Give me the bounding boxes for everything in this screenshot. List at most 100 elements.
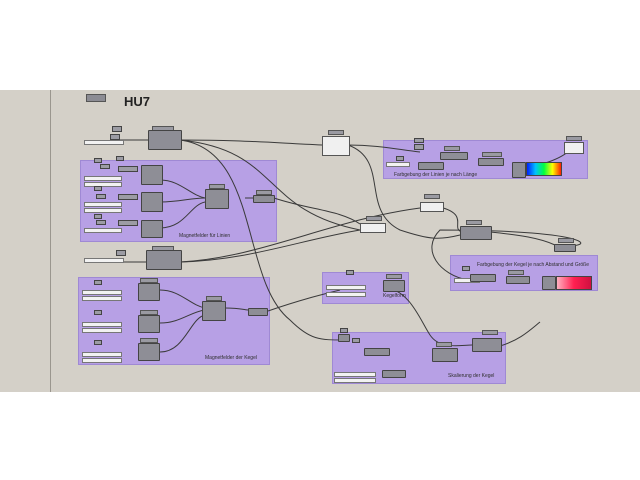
component-title bbox=[256, 190, 272, 195]
param-node[interactable] bbox=[94, 158, 102, 163]
component-node[interactable] bbox=[478, 158, 504, 166]
slider[interactable] bbox=[82, 352, 122, 357]
slider[interactable] bbox=[334, 378, 376, 383]
param-node[interactable] bbox=[94, 214, 102, 219]
panel-node[interactable] bbox=[564, 142, 584, 154]
component-node[interactable] bbox=[141, 165, 163, 185]
component-title bbox=[140, 310, 158, 315]
param-node[interactable] bbox=[100, 164, 110, 169]
param-node[interactable] bbox=[96, 194, 106, 199]
param-node[interactable] bbox=[118, 194, 138, 200]
slider[interactable] bbox=[82, 290, 122, 295]
component-title bbox=[466, 220, 482, 225]
group-label: Magnetfelder für Linien bbox=[179, 233, 231, 239]
slider[interactable] bbox=[326, 285, 366, 290]
param-node[interactable] bbox=[340, 328, 348, 333]
component-node[interactable] bbox=[432, 348, 458, 362]
component-node[interactable] bbox=[472, 338, 502, 352]
param-node[interactable] bbox=[414, 144, 424, 150]
slider[interactable] bbox=[82, 358, 122, 363]
panel-node[interactable] bbox=[360, 223, 386, 233]
slider[interactable] bbox=[82, 296, 122, 301]
component-node[interactable] bbox=[382, 370, 406, 378]
component-title bbox=[566, 136, 582, 141]
param-node[interactable] bbox=[94, 186, 102, 191]
component-node[interactable] bbox=[141, 192, 163, 212]
param-node[interactable] bbox=[396, 156, 404, 161]
param-node[interactable] bbox=[352, 338, 360, 343]
component-title bbox=[366, 216, 382, 221]
component-node[interactable] bbox=[418, 162, 444, 170]
panel-node[interactable] bbox=[420, 202, 444, 212]
component-node[interactable] bbox=[141, 220, 163, 238]
group-label: Magnetfelder der Kegel bbox=[205, 355, 257, 361]
component-node[interactable] bbox=[338, 334, 350, 342]
param-node[interactable] bbox=[346, 270, 354, 275]
page-title: HU7 bbox=[124, 94, 151, 109]
slider[interactable] bbox=[84, 202, 122, 207]
component-node[interactable] bbox=[148, 130, 182, 150]
component-node[interactable] bbox=[138, 343, 160, 361]
gradient-rainbow-swatch[interactable] bbox=[526, 162, 562, 176]
param-node[interactable] bbox=[112, 126, 122, 132]
slider[interactable] bbox=[84, 140, 124, 145]
group-cone-color[interactable]: Farbgebung der Kegel je nach Abstand und… bbox=[450, 255, 598, 291]
slider[interactable] bbox=[82, 322, 122, 327]
param-node[interactable] bbox=[96, 220, 106, 225]
component-node[interactable] bbox=[146, 250, 182, 270]
component-node[interactable] bbox=[383, 280, 405, 292]
component-title bbox=[508, 270, 524, 275]
component-node[interactable] bbox=[202, 301, 226, 321]
component-title bbox=[328, 130, 344, 135]
component-title bbox=[436, 342, 452, 347]
gradient-red-swatch[interactable] bbox=[556, 276, 592, 290]
component-node[interactable] bbox=[512, 162, 526, 178]
slider[interactable] bbox=[84, 258, 124, 263]
param-node[interactable] bbox=[116, 250, 126, 256]
slider[interactable] bbox=[84, 176, 122, 181]
grasshopper-canvas[interactable]: HU7 Magnetfelder für Linien Magnetfelder… bbox=[0, 90, 640, 392]
param-node[interactable] bbox=[118, 166, 138, 172]
component-node[interactable] bbox=[138, 315, 160, 333]
param-node[interactable] bbox=[414, 138, 424, 143]
component-title bbox=[209, 184, 225, 189]
group-label: Skalierung der Kegel bbox=[448, 373, 495, 379]
param-node[interactable] bbox=[94, 280, 102, 285]
slider[interactable] bbox=[386, 162, 410, 167]
component-node[interactable] bbox=[470, 274, 496, 282]
component-node[interactable] bbox=[440, 152, 468, 160]
component-title bbox=[140, 338, 158, 343]
component-node[interactable] bbox=[460, 226, 492, 240]
title-chip[interactable] bbox=[86, 94, 106, 102]
component-title bbox=[424, 194, 440, 199]
component-node[interactable] bbox=[138, 283, 160, 301]
param-node[interactable] bbox=[462, 266, 470, 271]
component-node[interactable] bbox=[554, 244, 576, 252]
canvas-divider bbox=[50, 90, 51, 392]
param-node[interactable] bbox=[94, 340, 102, 345]
component-node[interactable] bbox=[506, 276, 530, 284]
param-node[interactable] bbox=[110, 134, 120, 140]
slider[interactable] bbox=[82, 328, 122, 333]
component-node[interactable] bbox=[364, 348, 390, 356]
component-title bbox=[206, 296, 222, 301]
slider[interactable] bbox=[334, 372, 376, 377]
component-title bbox=[444, 146, 460, 151]
slider[interactable] bbox=[84, 208, 122, 213]
slider[interactable] bbox=[84, 182, 122, 187]
group-label: Kegelform bbox=[383, 293, 406, 299]
component-title bbox=[140, 278, 158, 283]
param-node[interactable] bbox=[94, 310, 102, 315]
slider[interactable] bbox=[84, 228, 122, 233]
group-label: Farbgebung der Linien je nach Länge bbox=[394, 172, 478, 178]
component-node[interactable] bbox=[248, 308, 268, 316]
component-node[interactable] bbox=[542, 276, 556, 290]
component-node[interactable] bbox=[205, 189, 229, 209]
component-title bbox=[558, 238, 574, 243]
param-node[interactable] bbox=[118, 220, 138, 226]
panel-node[interactable] bbox=[322, 136, 350, 156]
slider[interactable] bbox=[326, 292, 366, 297]
param-node[interactable] bbox=[116, 156, 124, 161]
component-node[interactable] bbox=[253, 195, 275, 203]
component-title bbox=[386, 274, 402, 279]
